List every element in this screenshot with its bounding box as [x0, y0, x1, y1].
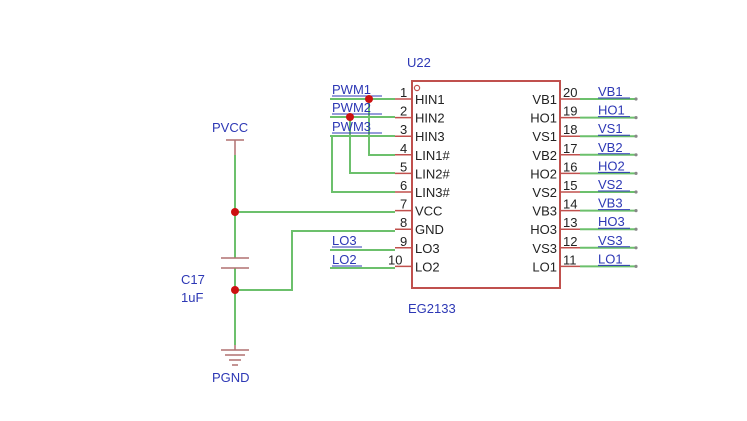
- capacitor-value-label: 1uF: [181, 290, 203, 305]
- pin-name-right: LO1: [532, 259, 557, 274]
- net-label-right: HO2: [598, 158, 625, 173]
- pvcc-symbol: [226, 139, 244, 155]
- pin-number-right: 16: [563, 159, 577, 174]
- pgnd-symbol: [221, 345, 249, 366]
- pwm-wiring: [330, 98, 395, 269]
- pin-number-right: 13: [563, 215, 577, 230]
- left-pin-group: 1 HIN1 2 HIN2 3 HIN3 4 LIN1# 5 LIN2# 6 LIN3# 7 VCC 8 GN…: [388, 85, 450, 274]
- wire-end-dot: [634, 246, 638, 250]
- pin-number-right: 20: [563, 85, 577, 100]
- pin-number-right: 17: [563, 141, 577, 156]
- pin-number-left: 1: [400, 85, 407, 100]
- net-label-right: VS3: [598, 233, 623, 248]
- wire-end-dot: [634, 153, 638, 157]
- ic-part-label: EG2133: [408, 301, 456, 316]
- pin-number-right: 19: [563, 104, 577, 119]
- pin-name-right: VB3: [532, 204, 557, 219]
- pin-name-left: HIN3: [415, 129, 445, 144]
- capacitor-ref-label: C17: [181, 272, 205, 287]
- wire-end-dot: [634, 209, 638, 213]
- pin-number-left: 9: [400, 234, 407, 249]
- pin-name-left: LO3: [415, 241, 440, 256]
- net-label-right: VS2: [598, 177, 623, 192]
- net-label-pwm1: PWM1: [332, 82, 371, 97]
- pin-number-left: 4: [400, 141, 407, 156]
- net-label-right: VB1: [598, 84, 623, 99]
- pin-name-left: HIN1: [415, 92, 445, 107]
- pin-number-right: 11: [563, 252, 577, 267]
- right-pin-group: 20 VB1 19 HO1 18 VS1 17 VB2 16 HO2 15 VS2 14 VB3 13 HO3…: [530, 85, 580, 274]
- pin-name-left: HIN2: [415, 111, 445, 126]
- pin-name-left: GND: [415, 222, 444, 237]
- net-label-right: VB3: [598, 196, 623, 211]
- ic-body: [411, 80, 561, 289]
- net-label-pwm3: PWM3: [332, 119, 371, 134]
- junction-pwm2: [346, 113, 354, 121]
- pin-number-right: 18: [563, 122, 577, 137]
- pin-name-left: LIN2#: [415, 166, 450, 181]
- junction-pwm1: [365, 95, 373, 103]
- pin-name-left: LIN3#: [415, 185, 450, 200]
- pin-name-right: VS2: [532, 185, 557, 200]
- net-label-right: VB2: [598, 140, 623, 155]
- pin-number-left: 7: [400, 197, 407, 212]
- net-label-right: VS1: [598, 121, 623, 136]
- wire-end-dot: [634, 171, 638, 175]
- pin-name-left: LIN1#: [415, 148, 450, 163]
- pin-number-right: 14: [563, 197, 577, 212]
- pin-number-left: 3: [400, 122, 407, 137]
- net-label-right: LO1: [598, 251, 623, 266]
- pin-name-right: HO2: [530, 166, 557, 181]
- pin-number-right: 12: [563, 234, 577, 249]
- pin-number-left: 10: [388, 252, 402, 267]
- pin-name-right: VB1: [532, 92, 557, 107]
- pin1-marker: [413, 84, 421, 92]
- wire-end-dot: [634, 264, 638, 268]
- pin-number-left: 5: [400, 159, 407, 174]
- pgnd-label: PGND: [212, 370, 250, 385]
- wire-end-dot: [634, 116, 638, 120]
- net-label-lo2: LO2: [332, 252, 357, 267]
- pin-name-left: LO2: [415, 259, 440, 274]
- ic-ref-label: U22: [407, 55, 431, 70]
- net-label-pwm2: PWM2: [332, 100, 371, 115]
- power-wiring: [234, 155, 395, 345]
- pin-name-right: VS3: [532, 241, 557, 256]
- wire-end-dot: [634, 134, 638, 138]
- pin-number-right: 15: [563, 178, 577, 193]
- pin-name-right: VS1: [532, 129, 557, 144]
- wire-end-dot: [634, 227, 638, 231]
- pvcc-label: PVCC: [212, 120, 248, 135]
- junction-vcc: [231, 208, 239, 216]
- net-label-right: HO3: [598, 214, 625, 229]
- pin-name-right: VB2: [532, 148, 557, 163]
- pin-number-left: 8: [400, 215, 407, 230]
- wire-end-dot: [634, 97, 638, 101]
- net-label-right: HO1: [598, 103, 625, 118]
- wire-end-dot: [634, 190, 638, 194]
- pin-number-left: 2: [400, 104, 407, 119]
- pin-name-left: VCC: [415, 204, 442, 219]
- junction-gnd: [231, 286, 239, 294]
- pin-name-right: HO3: [530, 222, 557, 237]
- pin-number-left: 6: [400, 178, 407, 193]
- pin-name-right: HO1: [530, 111, 557, 126]
- capacitor-c17: [221, 257, 249, 269]
- net-label-lo3: LO3: [332, 233, 357, 248]
